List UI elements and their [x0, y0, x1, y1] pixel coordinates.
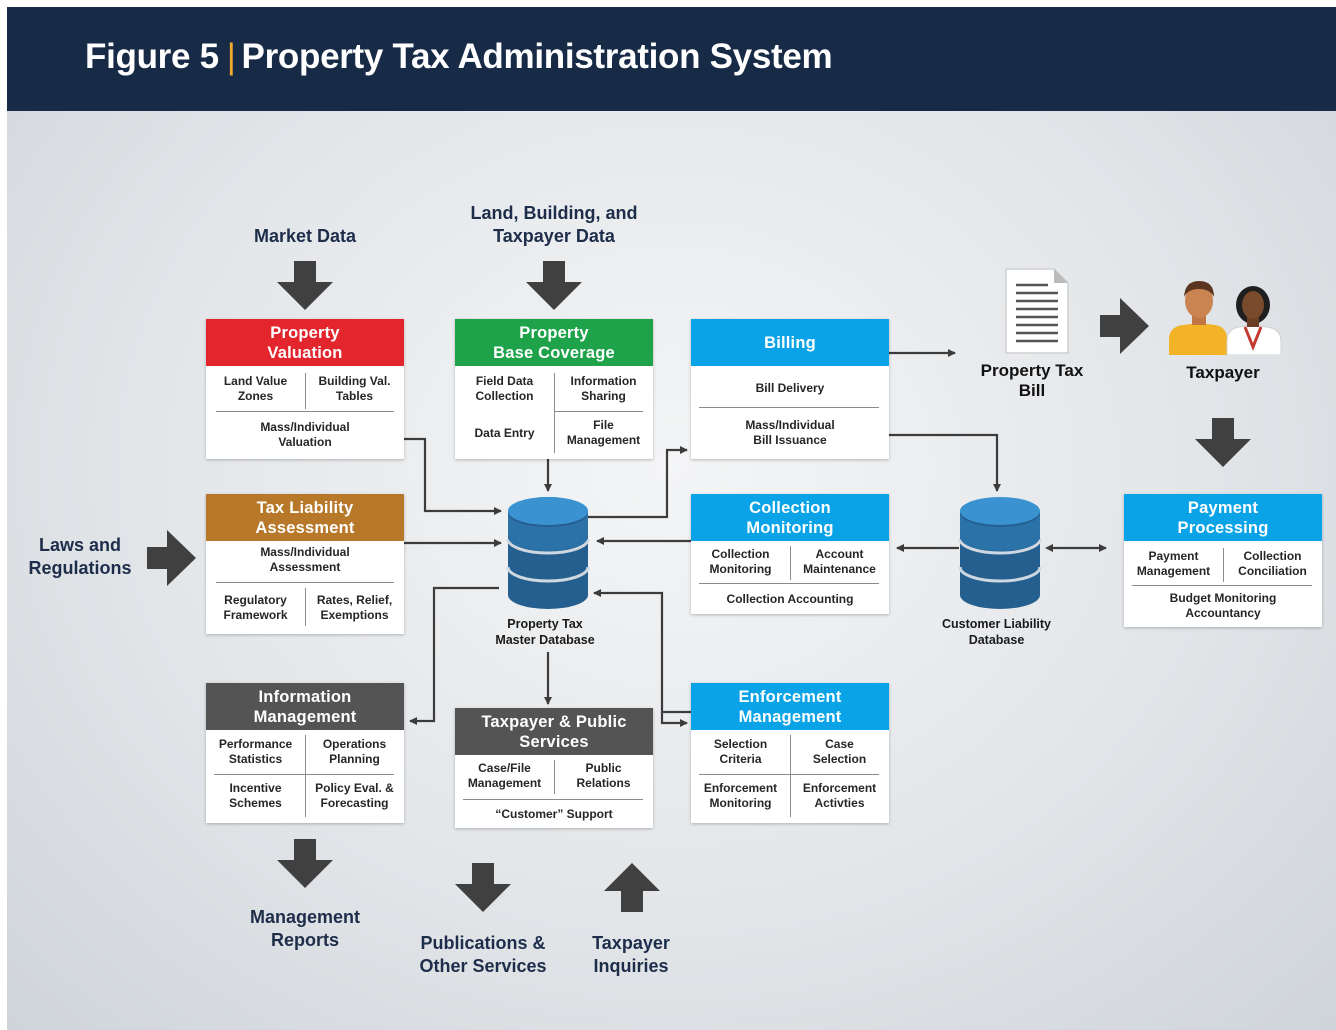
account-maintenance: Account Maintenance	[803, 547, 876, 576]
divider	[790, 735, 791, 817]
divider	[554, 373, 555, 453]
taxpayer-people-icon	[1169, 281, 1282, 355]
information-sharing: Information Sharing	[570, 374, 637, 403]
land-value-zones: Land Value Zones	[223, 374, 288, 403]
file-management: File Management	[566, 418, 641, 447]
selection-criteria: Selection Criteria	[713, 737, 768, 766]
customer-liability-database-icon	[958, 497, 1042, 609]
mass-individual-assessment: Mass/Individual Assessment	[260, 545, 350, 574]
connector-valuation-to-master	[404, 437, 502, 515]
property-valuation-title: Property Valuation	[206, 319, 404, 366]
collection-monitoring-item: Collection Monitoring	[709, 547, 772, 576]
bill-issuance: Mass/Individual Bill Issuance	[745, 418, 835, 447]
divider	[463, 799, 643, 800]
divider	[554, 411, 643, 412]
diagram-canvas: Figure 5|Property Tax Administration Sys…	[7, 7, 1336, 1030]
arrow-management-reports	[277, 839, 333, 888]
tax-liability-assessment-box: Tax Liability Assessment Mass/Individual…	[206, 494, 404, 634]
arrow-laws-regulations	[147, 530, 196, 586]
connector-master-to-infomanagement	[409, 586, 499, 725]
rates-relief-exemptions: Rates, Relief, Exemptions	[316, 593, 393, 622]
property-valuation-box: Property Valuation Land Value Zones Buil…	[206, 319, 404, 459]
divider	[699, 407, 879, 408]
divider	[554, 760, 555, 794]
enforcement-monitoring: Enforcement Monitoring	[703, 781, 778, 810]
divider	[790, 546, 791, 580]
public-relations: Public Relations	[576, 761, 631, 790]
case-selection: Case Selection	[812, 737, 867, 766]
enforcement-activities: Enforcement Activties	[802, 781, 877, 810]
collection-monitoring-box: Collection Monitoring Collection Monitor…	[691, 494, 889, 614]
collection-accounting: Collection Accounting	[726, 591, 854, 606]
billing-box: Billing Bill Delivery Mass/Individual Bi…	[691, 319, 889, 459]
connector-master-to-billing	[587, 446, 688, 519]
publications-label: Publications & Other Services	[419, 933, 547, 976]
customer-liability-database-label: Customer Liability Database	[941, 617, 1052, 647]
taxpayer-inquiries-label: Taxpayer Inquiries	[592, 933, 670, 976]
master-database-label: Property Tax Master Database	[495, 617, 595, 647]
enforcement-management-box: Enforcement Management Selection Criteri…	[691, 683, 889, 823]
figure-header: Figure 5|Property Tax Administration Sys…	[7, 7, 1336, 111]
arrow-publications	[455, 863, 511, 912]
tax-liability-assessment-title: Tax Liability Assessment	[206, 494, 404, 541]
collection-conciliation: Collection Conciliation	[1238, 549, 1307, 578]
divider	[214, 774, 394, 775]
laws-regulations-label: Laws and Regulations	[28, 535, 132, 578]
title-separator: |	[226, 37, 236, 76]
divider	[216, 411, 394, 412]
regulatory-framework: Regulatory Framework	[223, 593, 288, 622]
arrow-taxpayer-to-payment	[1195, 418, 1251, 467]
building-val-tables: Building Val. Tables	[318, 374, 391, 403]
policy-eval-forecasting: Policy Eval. & Forecasting	[315, 781, 394, 810]
mass-individual-valuation: Mass/Individual Valuation	[260, 420, 350, 449]
payment-management: Payment Management	[1136, 549, 1211, 578]
taxpayer-public-services-title: Taxpayer & Public Services	[455, 708, 653, 755]
case-file-management: Case/File Management	[467, 761, 542, 790]
flow-connectors	[147, 261, 1251, 912]
billing-title: Billing	[691, 319, 889, 366]
arrow-land-building-data	[526, 261, 582, 310]
payment-processing-title: Payment Processing	[1124, 494, 1322, 541]
land-building-taxpayer-label: Land, Building, and Taxpayer Data	[470, 203, 638, 246]
master-database-icon	[506, 497, 590, 609]
connector-billing-to-customer-db	[889, 433, 1001, 492]
incentive-schemes: Incentive Schemes	[229, 781, 282, 810]
divider	[1132, 585, 1312, 586]
customer-support: “Customer” Support	[495, 806, 613, 821]
taxpayer-label: Taxpayer	[1186, 363, 1260, 382]
performance-statistics: Performance Statistics	[218, 737, 293, 766]
property-tax-bill-label: Property Tax Bill	[980, 361, 1084, 400]
document-icon	[1005, 268, 1069, 354]
operations-planning: Operations Planning	[322, 737, 387, 766]
collection-monitoring-title: Collection Monitoring	[691, 494, 889, 541]
information-management-box: Information Management Performance Stati…	[206, 683, 404, 823]
arrow-bill-to-taxpayer	[1100, 298, 1149, 354]
property-base-coverage-box: Property Base Coverage Field Data Collec…	[455, 319, 653, 459]
arrow-market-data	[277, 261, 333, 310]
market-data-label: Market Data	[253, 226, 357, 246]
divider	[305, 735, 306, 817]
divider	[216, 582, 394, 583]
budget-monitoring-accountancy: Budget Monitoring Accountancy	[1169, 591, 1277, 620]
figure-label: Figure 5	[85, 37, 219, 76]
arrow-taxpayer-inquiries	[604, 863, 660, 912]
taxpayer-public-services-box: Taxpayer & Public Services Case/File Man…	[455, 708, 653, 828]
management-reports-label: Management Reports	[249, 907, 361, 950]
enforcement-management-title: Enforcement Management	[691, 683, 889, 730]
divider	[305, 588, 306, 626]
figure-title-text: Property Tax Administration System	[241, 37, 833, 76]
information-management-title: Information Management	[206, 683, 404, 730]
connector-enforcement-to-master	[593, 589, 691, 714]
figure-title: Figure 5|Property Tax Administration Sys…	[85, 37, 833, 77]
property-base-coverage-title: Property Base Coverage	[455, 319, 653, 366]
payment-processing-box: Payment Processing Payment Management Co…	[1124, 494, 1322, 627]
field-data-collection: Field Data Collection	[475, 374, 534, 403]
divider	[305, 373, 306, 409]
connector-master-to-enforcement	[660, 712, 688, 727]
divider	[699, 774, 879, 775]
data-entry: Data Entry	[474, 425, 535, 440]
divider	[1223, 548, 1224, 582]
divider	[699, 583, 879, 584]
bill-delivery: Bill Delivery	[755, 380, 825, 395]
